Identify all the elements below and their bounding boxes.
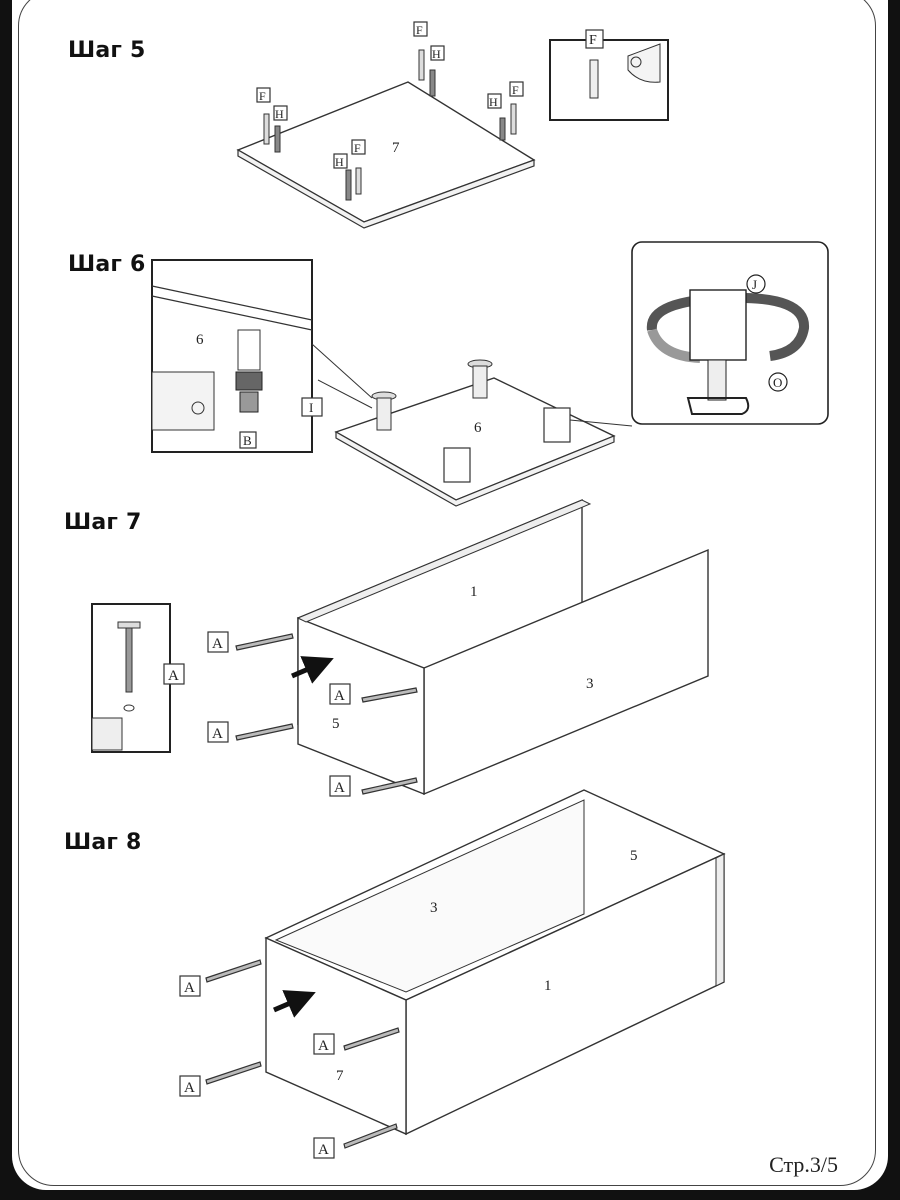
fitting-label: A [184, 980, 195, 996]
fitting-label: A [168, 668, 179, 684]
step-7-diagram: 1 3 5 A A A A [91, 498, 709, 797]
fastener-set-back: F H [413, 21, 445, 97]
part-5-label: 5 [332, 716, 340, 732]
adjustable-leg [371, 391, 397, 431]
fitting-label: F [589, 33, 597, 48]
fitting-label: F [512, 83, 519, 97]
fitting-label: J [752, 277, 757, 292]
fitting-label: H [335, 155, 344, 169]
step-8-diagram: 3 5 1 7 A A A A [179, 789, 726, 1159]
fitting-label: F [259, 89, 266, 103]
part-6-label: 6 [474, 420, 482, 436]
adjustable-leg [467, 359, 493, 399]
fitting-label: H [432, 47, 441, 61]
fitting-label: F [354, 141, 361, 155]
leg-block [443, 407, 571, 483]
step-6-title: Шаг 6 [68, 252, 146, 277]
fitting-label: O [773, 375, 782, 390]
fitting-label: A [184, 1080, 195, 1096]
part-3-label: 3 [430, 900, 438, 916]
step-5-title: Шаг 5 [68, 38, 146, 63]
fitting-label: H [275, 107, 284, 121]
part-7-label: 7 [336, 1068, 344, 1084]
fitting-label: I [309, 400, 313, 415]
part-1-label: 1 [470, 584, 478, 600]
fitting-label: A [212, 636, 223, 652]
step-8-title: Шаг 8 [64, 830, 142, 855]
fitting-label: A [318, 1038, 329, 1054]
fitting-label: A [334, 780, 345, 796]
fitting-label: A [318, 1142, 329, 1158]
fastener-set-left: F H [256, 87, 288, 153]
fastener-set-front: H F [333, 139, 366, 201]
step-7-title: Шаг 7 [64, 510, 142, 535]
part-5-label: 5 [630, 848, 638, 864]
screw-labels: A A A A [179, 975, 335, 1159]
fitting-label: F [416, 23, 423, 37]
fitting-label: H [489, 95, 498, 109]
screw-set [235, 633, 418, 795]
step-5-diagram: 7 F H F H H F [236, 21, 669, 229]
page-number: Стр.3/5 [769, 1152, 838, 1177]
fitting-label: B [243, 433, 252, 448]
screw-set [205, 959, 400, 1149]
screw-labels: A A A A [207, 631, 351, 797]
part-1-label: 1 [544, 978, 552, 994]
part-7-label: 7 [392, 140, 400, 156]
fastener-set-right: H F [487, 81, 524, 141]
fitting-label: A [334, 688, 345, 704]
fitting-label: A [212, 726, 223, 742]
step-6-diagram: 6 B I 6 [151, 241, 829, 507]
part-6-label: 6 [196, 332, 204, 348]
part-3-label: 3 [586, 676, 594, 692]
